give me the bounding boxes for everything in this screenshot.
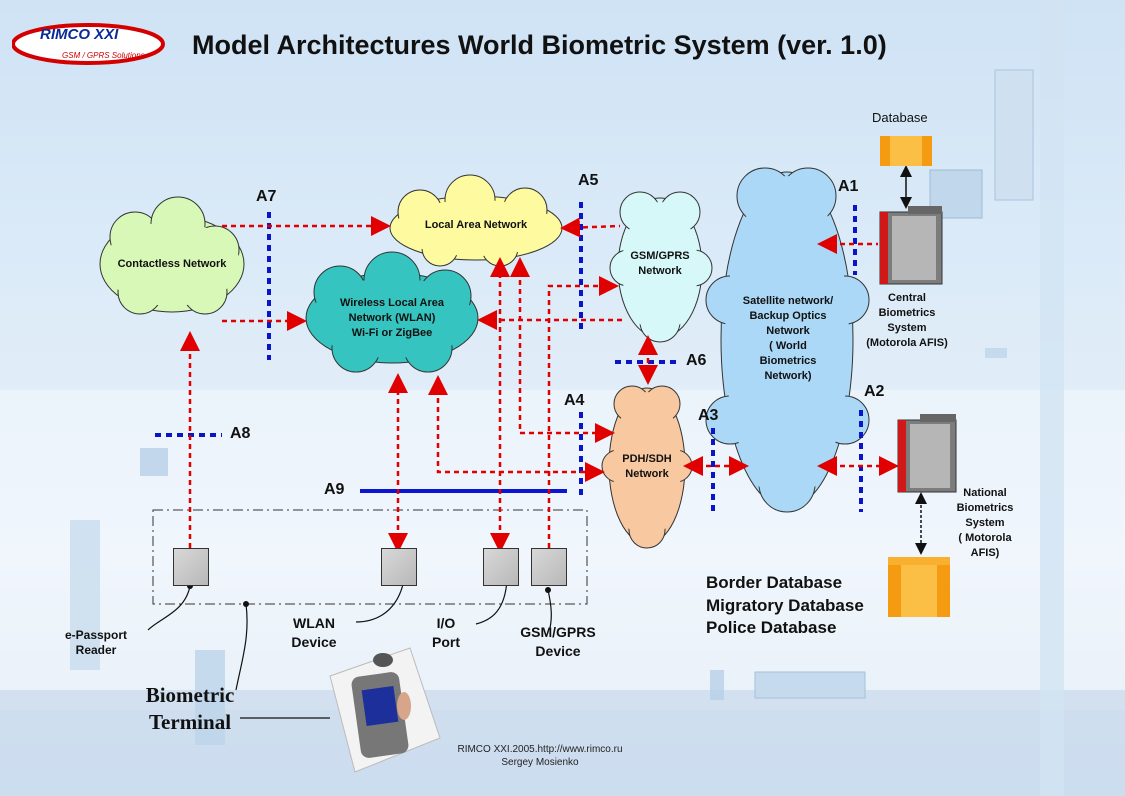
point-a1: A1 — [838, 178, 859, 195]
epassport-reader-box — [173, 548, 209, 586]
national-server-icon — [897, 414, 957, 493]
wlan-cloud — [305, 251, 479, 373]
point-a3: A3 — [698, 407, 719, 424]
migratory-database-text: Migratory Database — [706, 595, 864, 615]
contactless-network-label: Contactless Network — [117, 258, 227, 270]
point-a2: A2 — [864, 383, 885, 400]
gsm-device-label: GSM/GPRS Device — [520, 624, 596, 659]
database-list: Border Database Migratory Database Polic… — [706, 572, 864, 640]
central-server-icon — [879, 206, 943, 285]
connection-arrows — [180, 216, 899, 553]
io-port-box — [483, 548, 519, 586]
border-database-text: Border Database — [706, 573, 843, 592]
contactless-network-cloud — [99, 196, 245, 315]
point-a9: A9 — [324, 481, 345, 498]
io-port-label: I/O Port — [432, 615, 460, 650]
local-area-network-cloud — [389, 174, 563, 267]
database-label: Database — [872, 110, 928, 125]
gsm-network-label: GSM/GPRS Network — [630, 250, 690, 277]
wlan-device-box — [381, 548, 417, 586]
police-database-text: Police Database — [706, 618, 837, 637]
wlan-label: Wireless Local Area Network (WLAN) Wi-Fi… — [339, 297, 445, 339]
central-database-icon — [880, 136, 932, 166]
biometric-terminal-label: Biometric Terminal — [145, 683, 235, 734]
rimco-logo: RIMCO XXI GSM / GPRS Solutions — [12, 22, 170, 66]
national-system-label: National Biometrics System ( Motorola AF… — [956, 487, 1014, 559]
gsm-device-box — [531, 548, 567, 586]
point-a5: A5 — [578, 172, 599, 189]
terminal-boundary — [152, 509, 588, 605]
point-a6: A6 — [686, 352, 707, 369]
device-pointer-lines — [147, 579, 552, 719]
point-a7: A7 — [256, 188, 277, 205]
pdh-network-label: PDH/SDH Network — [622, 453, 672, 480]
epassport-reader-label: e-Passport Reader — [64, 628, 128, 657]
point-a4: A4 — [564, 392, 585, 409]
wlan-device-label: WLAN Device — [291, 615, 337, 650]
border-database-icon — [888, 557, 950, 617]
footer-credit: RIMCO XXI.2005.http://www.rimco.ru Serge… — [457, 744, 623, 768]
satellite-network-cloud — [705, 167, 870, 513]
satellite-network-label: Satellite network/ Backup Optics Network… — [742, 295, 834, 382]
central-system-label: Central Biometrics System (Motorola AFIS… — [866, 292, 948, 349]
lan-label: Local Area Network — [424, 219, 528, 231]
gsm-gprs-network-cloud — [609, 191, 713, 343]
point-a8: A8 — [230, 425, 251, 442]
page-title: Model Architectures World Biometric Syst… — [192, 30, 887, 60]
handheld-terminal-picture — [329, 647, 441, 773]
